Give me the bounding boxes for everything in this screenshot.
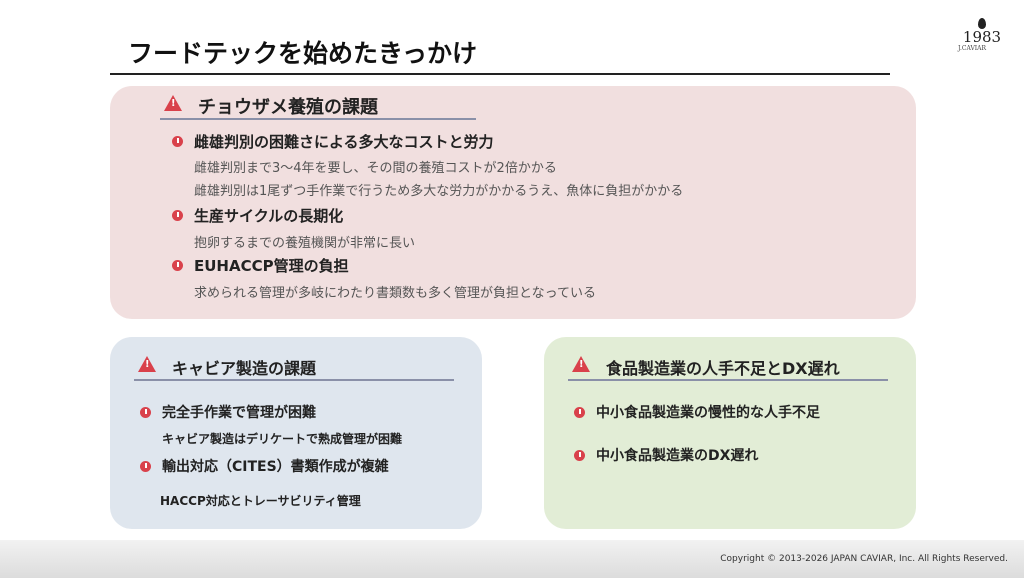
warning-icon [138,356,156,372]
issue-detail: 抱卵するまでの養殖機関が非常に長い [194,236,416,251]
page-title: フードテックを始めたきっかけ [128,39,478,68]
issue-detail: HACCP対応とトレーサビリティ管理 [160,494,361,508]
title-divider [110,73,890,75]
issue-detail: 求められる管理が多岐にわたり書類数も多く管理が負担となっている [194,286,596,301]
issue-item: 輸出対応（CITES）書類作成が複雑 [162,459,389,475]
issue-detail: 雌雄判別は1尾ずつ手作業で行うため多大な労力がかかるうえ、魚体に負担がかかる [194,184,684,199]
heading-underline [160,118,476,120]
brand-logo: 1983 J.CAVIAR [958,18,1006,52]
panel-heading: チョウザメ養殖の課題 [198,97,378,118]
logo-year: 1983 [962,28,1002,46]
caviar-issues-panel: キャビア製造の課題 完全手作業で管理が困難 キャビア製造はデリケートで熟成管理が… [110,337,482,529]
footer-bar: Copyright © 2013-2026 JAPAN CAVIAR, Inc.… [0,540,1024,578]
issue-item: 中小食品製造業のDX遅れ [596,448,759,464]
alert-icon [172,136,183,147]
issue-item: 生産サイクルの長期化 [194,207,344,225]
issue-item: 完全手作業で管理が困難 [162,405,316,421]
warning-icon [164,95,182,111]
warning-icon [572,356,590,372]
caviar-drop-icon [978,18,986,29]
alert-icon [574,450,585,461]
alert-icon [140,407,151,418]
panel-heading: キャビア製造の課題 [172,359,317,378]
heading-underline [568,379,888,381]
alert-icon [172,260,183,271]
panel-heading: 食品製造業の人手不足とDX遅れ [606,359,840,378]
food-industry-issues-panel: 食品製造業の人手不足とDX遅れ 中小食品製造業の慢性的な人手不足 中小食品製造業… [544,337,916,529]
alert-icon [172,210,183,221]
sturgeon-issues-panel: チョウザメ養殖の課題 雌雄判別の困難さによる多大なコストと労力 雌雄判別まで3〜… [110,86,916,319]
copyright: Copyright © 2013-2026 JAPAN CAVIAR, Inc.… [720,554,1008,564]
alert-icon [140,461,151,472]
heading-underline [134,379,454,381]
issue-item: 雌雄判別の困難さによる多大なコストと労力 [194,133,494,151]
logo-brand: J.CAVIAR [958,45,987,52]
issue-item: 中小食品製造業の慢性的な人手不足 [596,405,820,421]
alert-icon [574,407,585,418]
issue-detail: 雌雄判別まで3〜4年を要し、その間の養殖コストが2倍かかる [194,161,557,176]
issue-detail: キャビア製造はデリケートで熟成管理が困難 [162,432,403,446]
issue-item: EUHACCP管理の負担 [194,257,349,275]
